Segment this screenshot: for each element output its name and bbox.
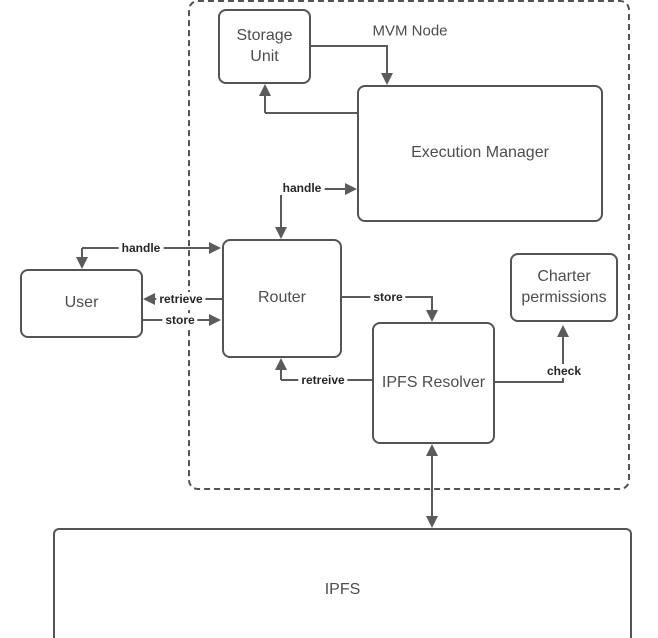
arrowhead-into-storage-bottom-icon	[259, 84, 271, 96]
mvm-node-boundary	[188, 0, 630, 490]
arrowhead-into-router-bottom-icon	[275, 358, 287, 370]
node-router: Router	[222, 239, 342, 358]
arrowhead-into-router-top-icon	[275, 227, 287, 239]
edge-label-retrieve-router-user: retrieve	[156, 292, 206, 306]
node-storage-unit: Storage Unit	[218, 9, 311, 84]
node-ipfs-resolver: IPFS Resolver	[372, 322, 495, 444]
edge-storage-to-execution-vline	[386, 46, 388, 74]
edge-handle-user-router-vline	[81, 248, 83, 257]
arrowhead-into-router-left-bottom-icon	[209, 314, 221, 326]
edge-label-handle-execution-router: handle	[279, 181, 325, 195]
node-user-label: User	[64, 294, 99, 312]
node-storage-unit-label: Storage Unit	[236, 26, 293, 65]
edge-label-store-user-router: store	[162, 313, 198, 327]
edge-label-retreive-resolver-router: retreive	[298, 373, 348, 387]
edge-execution-to-storage-hline	[265, 112, 357, 114]
arrowhead-into-charter-bottom-icon	[557, 325, 569, 337]
edge-resolver-ipfs-vline	[431, 454, 433, 518]
node-ipfs-label: IPFS	[324, 581, 361, 599]
arrowhead-into-user-top-icon	[76, 257, 88, 269]
node-ipfs: IPFS	[53, 528, 632, 638]
edge-execution-to-storage-vline	[264, 95, 266, 113]
arrowhead-into-resolver-bottom-icon	[426, 444, 438, 456]
node-charter-permissions: Charter permissions	[510, 253, 618, 322]
node-charter-permissions-label: Charter permissions	[521, 267, 607, 306]
edge-label-store-router-resolver: store	[370, 290, 406, 304]
node-ipfs-resolver-label: IPFS Resolver	[381, 373, 486, 391]
arrowhead-into-execution-top-icon	[381, 73, 393, 85]
edge-storage-to-execution-hline	[311, 45, 388, 47]
edge-check-resolver-charter-hline	[495, 381, 564, 383]
node-router-label: Router	[257, 289, 307, 307]
arrowhead-into-resolver-top-icon	[426, 310, 438, 322]
arrowhead-into-execution-left-icon	[345, 183, 357, 195]
mvm-node-label: MVM Node	[372, 22, 448, 40]
node-execution-manager: Execution Manager	[357, 85, 603, 222]
edge-label-handle-user-router: handle	[118, 241, 164, 255]
edge-check-resolver-charter-vline	[562, 337, 564, 382]
edge-label-check-resolver-charter: check	[543, 364, 585, 378]
edge-store-router-resolver-vline	[431, 297, 433, 310]
edge-retreive-resolver-router-vline	[280, 370, 282, 380]
node-user: User	[20, 269, 143, 338]
arrowhead-into-user-right-icon	[143, 293, 155, 305]
node-execution-manager-label: Execution Manager	[411, 144, 549, 162]
arrowhead-into-router-left-top-icon	[209, 242, 221, 254]
arrowhead-into-ipfs-top-icon	[426, 516, 438, 528]
edge-handle-execution-router-vline	[280, 189, 282, 227]
